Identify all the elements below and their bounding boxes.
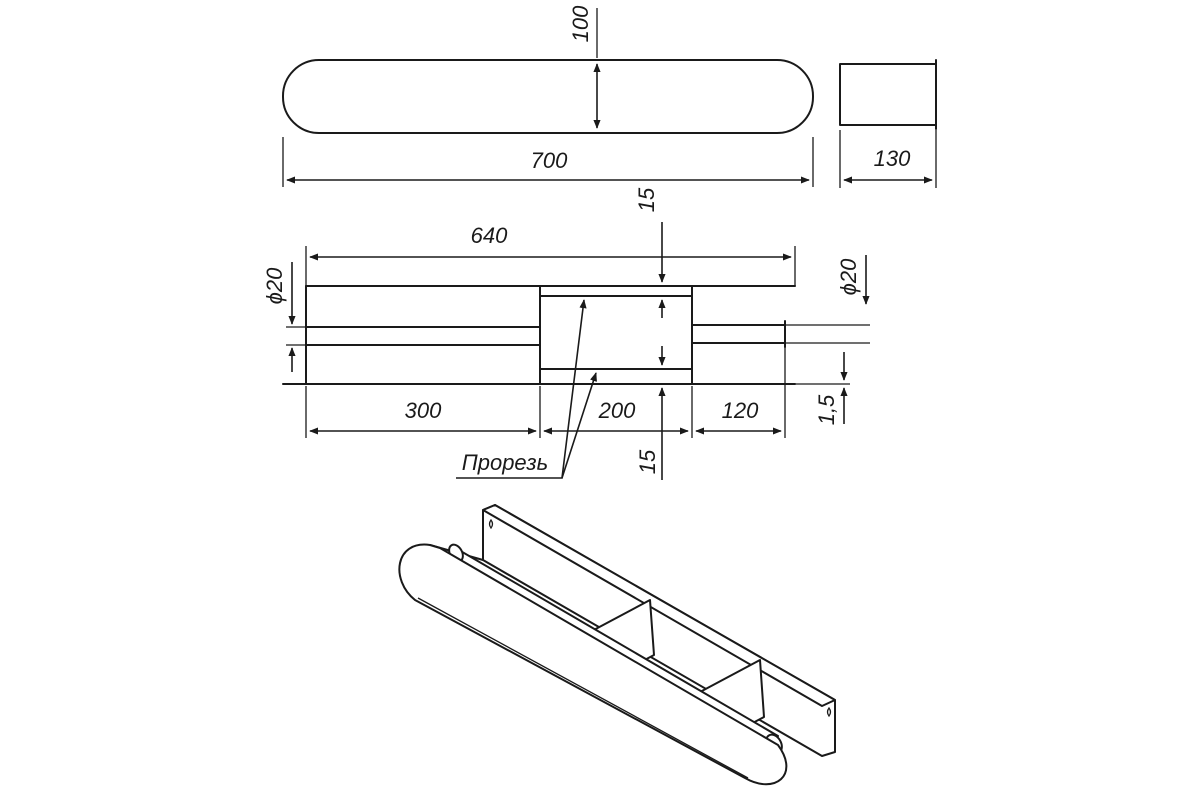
- right-section-label: 120: [722, 398, 759, 423]
- rail-length-label: 640: [471, 223, 508, 248]
- back-plate-top-lip: [482, 504, 836, 707]
- front-view: 100 700: [282, 5, 814, 187]
- slot-leader-bottom: [561, 372, 597, 479]
- left-section-label: 300: [405, 398, 442, 423]
- bottom-gap-label: 15: [635, 449, 660, 474]
- thickness-label: 1,5: [814, 394, 839, 425]
- front-panel-outline: [282, 59, 814, 134]
- side-view: 130: [839, 59, 937, 188]
- middle-compartment: [539, 285, 693, 385]
- side-depth-label: 130: [874, 146, 911, 171]
- isometric-view: [398, 504, 836, 786]
- side-panel-outline: [839, 63, 937, 126]
- front-width-label: 700: [531, 148, 568, 173]
- rod-left-diameter-label: ϕ20: [262, 267, 287, 304]
- front-panel-inner-edge: [417, 597, 749, 779]
- top-view: 640 ϕ20 ϕ20 1,5: [262, 187, 870, 480]
- front-height-label: 100: [568, 5, 593, 42]
- top-gap-label: 15: [634, 187, 659, 212]
- middle-section-label: 200: [598, 398, 636, 423]
- rod-right-diameter-label: ϕ20: [836, 258, 861, 295]
- mount-hole-left: [488, 518, 494, 530]
- mount-hole-right: [826, 706, 832, 718]
- slot-label: Прорезь: [462, 450, 548, 475]
- front-rounded-panel: [398, 543, 788, 786]
